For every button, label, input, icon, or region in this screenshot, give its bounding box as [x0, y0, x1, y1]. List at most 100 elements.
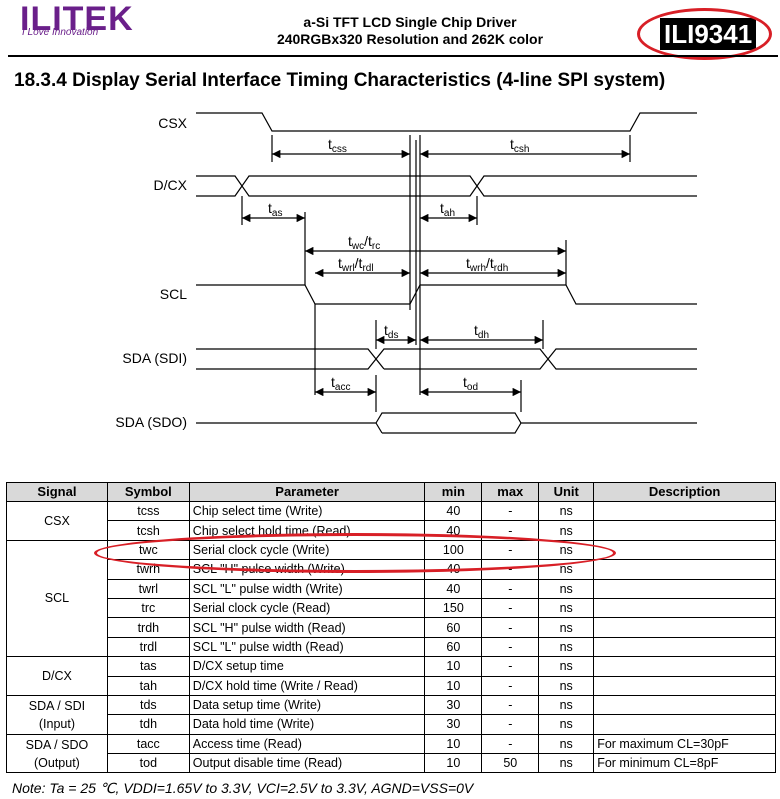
- cell-description: [593, 694, 776, 716]
- cell-min: 10: [424, 753, 483, 774]
- signal-label-sda-sdi: SDA (SDI): [122, 350, 187, 366]
- cell-symbol: tcss: [106, 500, 190, 522]
- signal-label-sda-sdo: SDA (SDO): [115, 414, 187, 430]
- cell-symbol: tah: [106, 675, 190, 696]
- cell-description: For maximum CL=30pF: [593, 733, 776, 755]
- label-tod: tod: [463, 374, 478, 393]
- cell-symbol: twrl: [106, 578, 190, 599]
- cell-signal: SCL: [6, 539, 108, 658]
- cell-description: For minimum CL=8pF: [593, 753, 776, 774]
- cell-description: [593, 500, 776, 522]
- cell-parameter: SCL "H" pulse width (Read): [188, 617, 426, 638]
- label-twc-trc: twc/trc: [348, 233, 380, 252]
- cell-symbol: tds: [106, 694, 190, 716]
- cell-unit: ns: [538, 714, 595, 735]
- sda-sdi-waveform: [196, 348, 697, 370]
- cell-signal: SDA / SDI (Input): [6, 694, 108, 735]
- cell-max: -: [481, 675, 540, 696]
- signal-label-scl: SCL: [160, 286, 187, 302]
- cell-parameter: Access time (Read): [188, 733, 426, 755]
- cell-min: 60: [424, 617, 483, 638]
- cell-description: [593, 578, 776, 599]
- cell-parameter: Data hold time (Write): [188, 714, 426, 735]
- label-tdh: tdh: [474, 322, 489, 341]
- cell-parameter: D/CX hold time (Write / Read): [188, 675, 426, 696]
- cell-parameter: SCL "L" pulse width (Write): [188, 578, 426, 599]
- cell-description: [593, 617, 776, 638]
- timing-diagram: CSX D/CX SCL SDA (SDI) SDA (SDO): [115, 112, 697, 434]
- cell-signal: SDA / SDO (Output): [6, 733, 108, 774]
- cell-unit: ns: [538, 578, 595, 599]
- cell-parameter: Data setup time (Write): [188, 694, 426, 716]
- cell-unit: ns: [538, 636, 595, 658]
- signal-label-dcx: D/CX: [154, 177, 188, 193]
- cell-min: 40: [424, 578, 483, 599]
- cell-max: -: [481, 656, 540, 677]
- cell-min: 10: [424, 656, 483, 677]
- col-header-parameter: Parameter: [188, 482, 426, 502]
- cell-min: 150: [424, 597, 483, 619]
- cell-signal: CSX: [6, 501, 108, 541]
- cell-max: -: [481, 714, 540, 735]
- cell-unit: ns: [538, 694, 595, 716]
- cell-symbol: trdl: [106, 636, 190, 658]
- cell-unit: ns: [538, 733, 595, 755]
- cell-min: 30: [424, 714, 483, 735]
- twc-row-highlight-ring: [94, 533, 616, 573]
- cell-parameter: SCL "L" pulse width (Read): [188, 636, 426, 658]
- cell-parameter: Chip select time (Write): [188, 500, 426, 522]
- part-number-highlight-ring: [637, 8, 772, 60]
- cell-description: [593, 520, 776, 541]
- label-twrh-trdh: twrh/trdh: [466, 255, 508, 274]
- label-twrl-trdl: twrl/trdl: [338, 255, 374, 274]
- cell-max: -: [481, 636, 540, 658]
- cell-symbol: tod: [106, 753, 190, 774]
- cell-parameter: D/CX setup time: [188, 656, 426, 677]
- cell-description: [593, 675, 776, 696]
- csx-waveform: [196, 112, 697, 132]
- cell-description: [593, 539, 776, 561]
- section-title: 18.3.4 Display Serial Interface Timing C…: [14, 70, 666, 91]
- col-header-symbol: Symbol: [106, 482, 190, 502]
- timing-characteristics-table: Signal Symbol Parameter min max Unit Des…: [6, 482, 776, 774]
- title-line-2: 240RGBx320 Resolution and 262K color: [276, 31, 544, 47]
- cell-min: 60: [424, 636, 483, 658]
- cell-max: -: [481, 578, 540, 599]
- label-tcsh: tcsh: [510, 136, 529, 155]
- cell-max: -: [481, 733, 540, 755]
- dcx-waveform: [196, 175, 697, 197]
- col-header-max: max: [481, 482, 540, 502]
- col-header-signal: Signal: [6, 482, 108, 502]
- cell-signal: D/CX: [6, 656, 108, 696]
- cell-unit: ns: [538, 656, 595, 677]
- cell-description: [593, 636, 776, 658]
- table-note: Note: Ta = 25 ℃, VDDI=1.65V to 3.3V, VCI…: [12, 780, 474, 796]
- cell-symbol: tacc: [106, 733, 190, 755]
- label-tas: tas: [268, 200, 282, 219]
- table-header-row: Signal Symbol Parameter min max Unit Des…: [6, 482, 776, 502]
- logo-tagline: I Love Innovation: [22, 27, 99, 38]
- cell-min: 30: [424, 694, 483, 716]
- col-header-min: min: [424, 482, 483, 502]
- cell-min: 40: [424, 500, 483, 522]
- cell-symbol: trc: [106, 597, 190, 619]
- cell-unit: ns: [538, 597, 595, 619]
- cell-min: 10: [424, 733, 483, 755]
- cell-unit: ns: [538, 675, 595, 696]
- document-title: a-Si TFT LCD Single Chip Driver 240RGBx3…: [260, 14, 560, 48]
- label-tah: tah: [440, 200, 455, 219]
- signal-label-csx: CSX: [158, 115, 187, 131]
- title-line-1: a-Si TFT LCD Single Chip Driver: [303, 14, 517, 30]
- col-header-unit: Unit: [538, 482, 595, 502]
- cell-symbol: trdh: [106, 617, 190, 638]
